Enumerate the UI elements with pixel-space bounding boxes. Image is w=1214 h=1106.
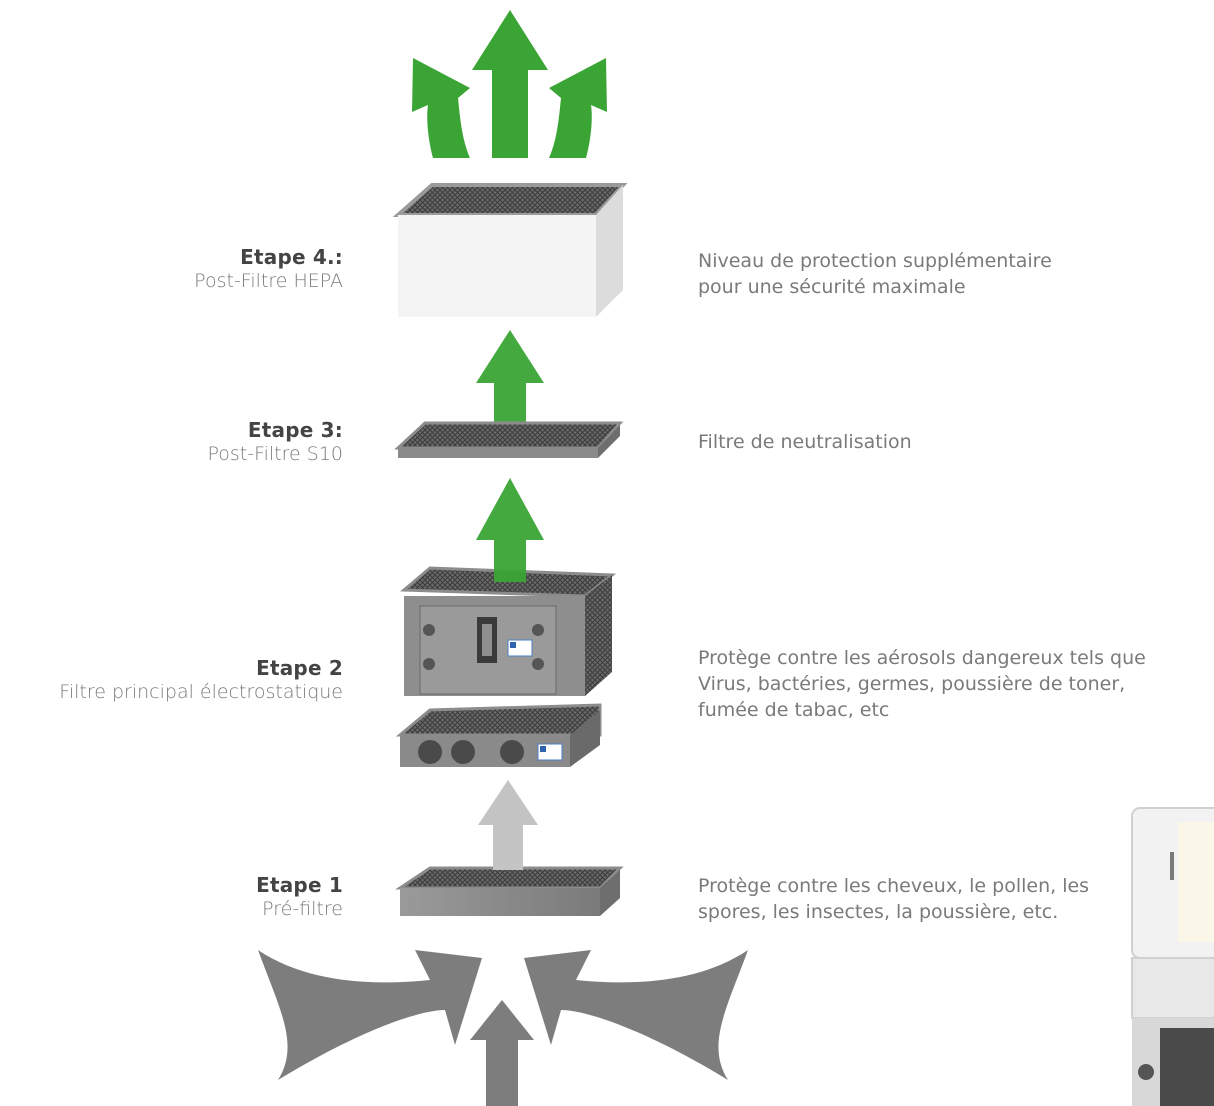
- description-line: spores, les insectes, la poussière, etc.: [698, 901, 1059, 923]
- stage-1-description: Protège contre les cheveux, le pollen, l…: [698, 873, 1089, 925]
- description-line: Protège contre les aérosols dangereux te…: [698, 647, 1146, 669]
- electrostatic-cassette: [395, 703, 602, 767]
- description-line: pour une sécurité maximale: [698, 276, 966, 298]
- clean-arrow-stage3: [476, 330, 544, 428]
- air-purifier-device: [1131, 807, 1214, 1106]
- description-line: fumée de tabac, etc: [698, 699, 890, 721]
- stage-3-description: Filtre de neutralisation: [698, 429, 912, 455]
- stage-1-subtitle: Pré-filtre: [262, 898, 343, 920]
- outlet-arrow-center: [472, 10, 548, 158]
- outlet-arrow-right: [549, 58, 607, 158]
- intake-arrow-right: [524, 950, 748, 1080]
- outlet-arrows: [412, 10, 607, 158]
- stage-4-title: Etape 4.:: [240, 245, 343, 269]
- stage-2-label: Etape 2 Filtre principal électrostatique: [59, 656, 343, 704]
- description-line: Niveau de protection supplémentaire: [698, 250, 1052, 272]
- stage-2-subtitle: Filtre principal électrostatique: [59, 681, 343, 703]
- clean-arrow-stage2: [476, 478, 544, 582]
- electrostatic-main-filter: [400, 566, 617, 696]
- intake-arrow-left: [258, 950, 482, 1080]
- stage-2-title: Etape 2: [256, 656, 343, 680]
- prefilter-panel: [395, 866, 624, 916]
- stage-1-label: Etape 1 Pré-filtre: [256, 873, 343, 921]
- stage-2-description: Protège contre les aérosols dangereux te…: [698, 645, 1146, 723]
- description-line: Filtre de neutralisation: [698, 431, 912, 453]
- hepa-box: [392, 183, 628, 317]
- s10-panel: [394, 421, 624, 458]
- stage-4-label: Etape 4.: Post-Filtre HEPA: [194, 245, 343, 293]
- stage-3-title: Etape 3:: [247, 418, 343, 442]
- outlet-arrow-left: [412, 58, 470, 158]
- stage-1-title: Etape 1: [256, 873, 343, 897]
- stage-3-label: Etape 3: Post-Filtre S10: [207, 418, 343, 466]
- intake-arrow-center: [470, 1000, 534, 1106]
- stage-4-subtitle: Post-Filtre HEPA: [194, 270, 343, 292]
- prefilter-arrow: [478, 780, 538, 870]
- description-line: Protège contre les cheveux, le pollen, l…: [698, 875, 1090, 897]
- description-line: Virus, bactéries, germes, poussière de t…: [698, 673, 1126, 695]
- intake-arrows: [258, 950, 748, 1106]
- stage-4-description: Niveau de protection supplémentaire pour…: [698, 248, 1052, 300]
- stage-3-subtitle: Post-Filtre S10: [207, 443, 343, 465]
